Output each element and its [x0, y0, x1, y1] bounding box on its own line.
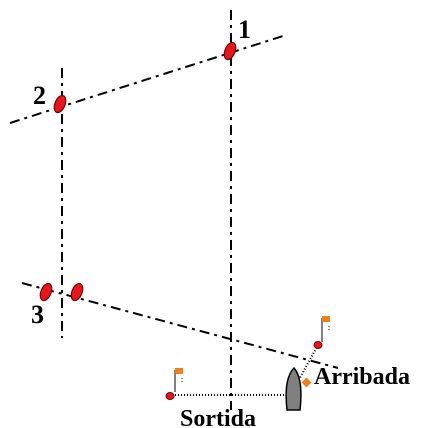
committee-boat	[285, 366, 312, 411]
course-lines	[9, 10, 339, 410]
finish-marker-icon	[301, 377, 312, 388]
buoy-icon	[313, 341, 323, 349]
buoy-icon	[165, 392, 175, 400]
flag-icon	[322, 316, 330, 322]
mark-1-label: 1	[238, 15, 251, 44]
buoy-icon	[223, 41, 237, 61]
boat-icon	[285, 366, 302, 411]
mark-2-label: 2	[33, 81, 46, 110]
mark-3-label: 3	[31, 300, 44, 329]
mark-2-buoy	[53, 94, 67, 114]
start-pin-buoy	[165, 368, 183, 400]
leg-line-3-to-finish	[21, 282, 339, 369]
mark-1-buoy	[223, 41, 237, 61]
leg-line-2-to-1	[9, 35, 284, 124]
buoy-icon	[53, 94, 67, 114]
buoy-icon	[39, 282, 53, 302]
finish-pin-buoy	[313, 316, 330, 349]
start-label: Sortida	[180, 406, 256, 428]
finish-label: Arribada	[314, 364, 410, 390]
flag-icon	[175, 368, 183, 374]
buoy-icon	[70, 282, 84, 302]
mark-3-gate	[39, 282, 84, 302]
